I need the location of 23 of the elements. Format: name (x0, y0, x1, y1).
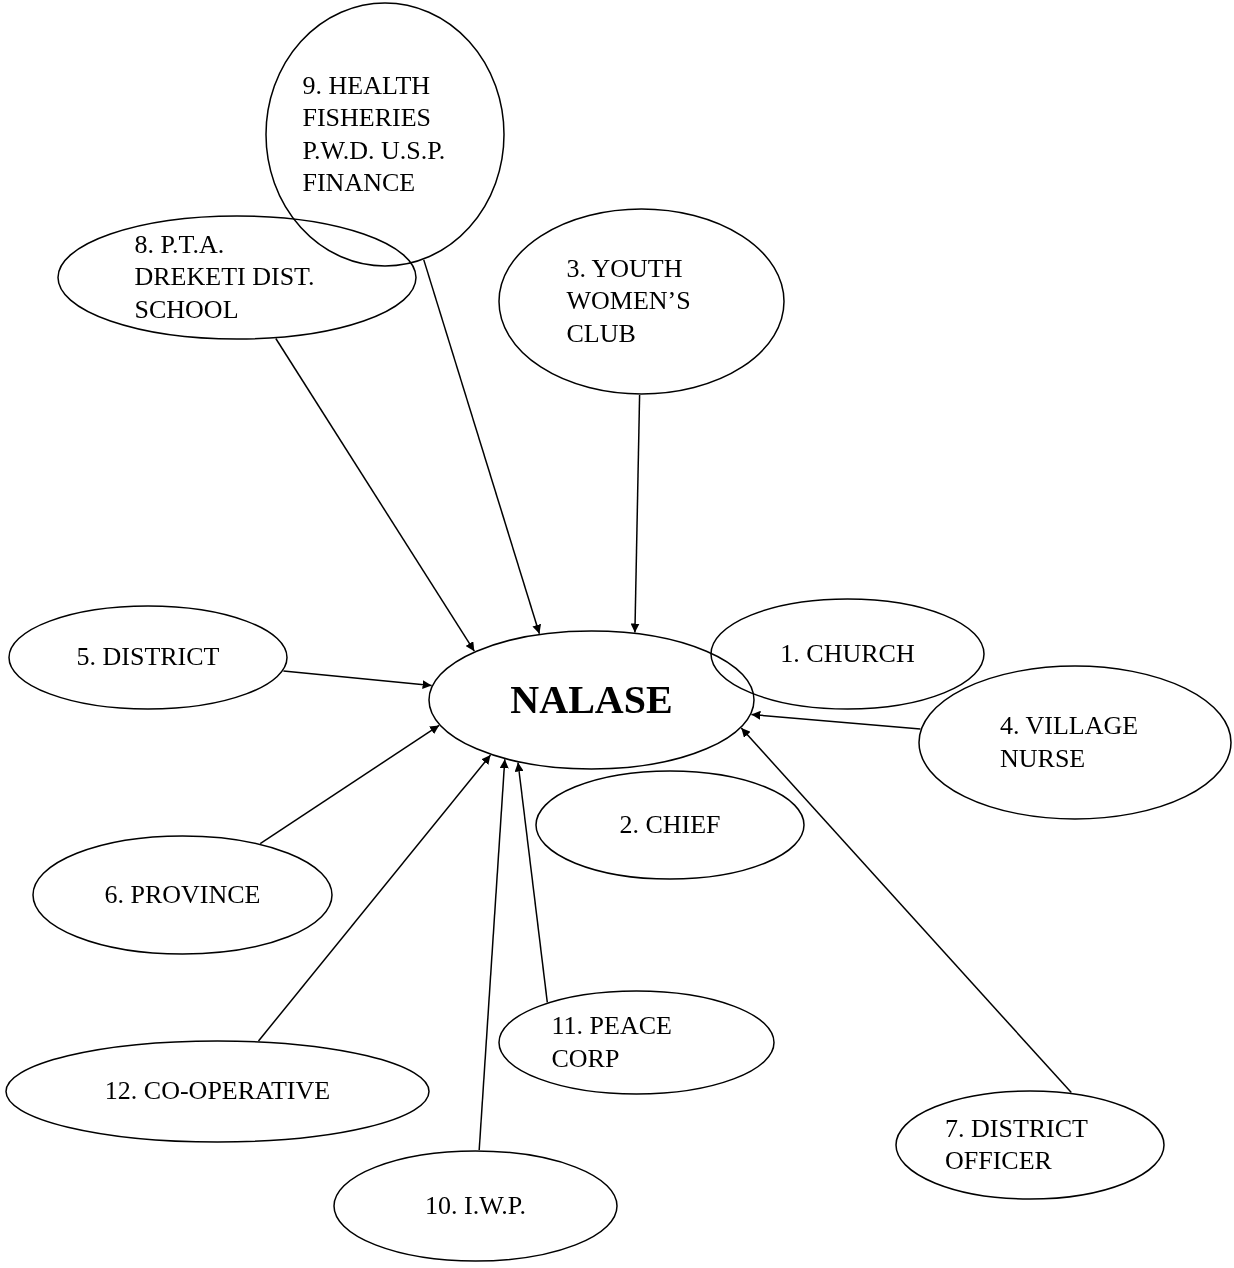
node-label: 10. I.W.P. (425, 1189, 526, 1222)
arrow (423, 259, 542, 635)
node-label: 12. CO-OPERATIVE (104, 1075, 331, 1108)
node-label: 1. CHURCH (780, 637, 915, 670)
node-label: 8. P.T.A. DREKETI DIST. SCHOOL (134, 228, 316, 326)
node-label: 4. VILLAGE NURSE (1000, 710, 1140, 775)
arrow (740, 727, 1073, 1094)
node-label: 6. PROVINCE (104, 878, 261, 911)
arrow (282, 670, 433, 690)
node-label: NALASE (510, 676, 673, 724)
node-label: 7. DISTRICT OFFICER (945, 1112, 1089, 1177)
node-label: 3. YOUTH WOMEN’S CLUB (566, 252, 692, 350)
arrow (478, 758, 509, 1151)
arrow (750, 710, 922, 730)
node-label: 2. CHIEF (619, 808, 721, 841)
arrow (259, 724, 440, 845)
arrow (257, 754, 492, 1042)
node-label: 9. HEALTH FISHERIES P.W.D. U.S.P. FINANCE (302, 69, 447, 199)
arrow (275, 337, 476, 652)
node-label: 11. PEACE CORP (551, 1010, 673, 1075)
arrow (630, 394, 641, 634)
arrow (514, 761, 549, 1004)
node-label: 5. DISTRICT (76, 641, 220, 674)
